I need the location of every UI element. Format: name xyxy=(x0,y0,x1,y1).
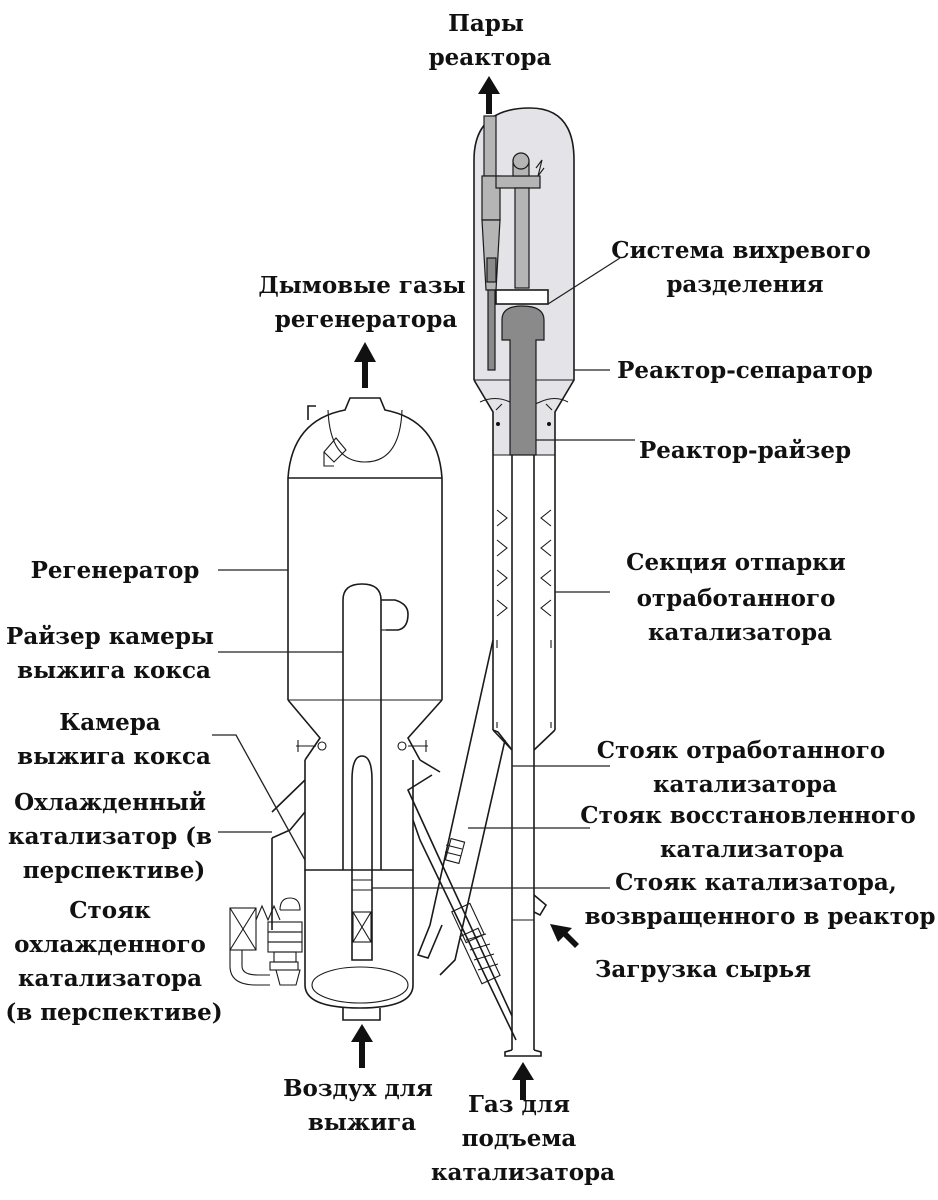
label-spent-standpipe: Стояк отработанного катализатора xyxy=(597,737,893,798)
reactor-vapor-arrow xyxy=(478,76,500,114)
label-reactor-riser: Реактор-райзер xyxy=(639,437,851,464)
flue-gas-arrow xyxy=(354,342,376,388)
arrows xyxy=(351,76,579,1100)
label-return-standpipe: Стояк катализатора, возвращенного в реак… xyxy=(585,869,936,930)
label-burner-riser: Райзер камеры выжига кокса xyxy=(6,623,222,684)
label-reactor-separator: Реактор-сепаратор xyxy=(617,357,873,384)
label-stripping-section: Секция отпарки отработанного катализатор… xyxy=(626,549,854,646)
label-feed: Загрузка сырья xyxy=(595,956,811,983)
label-flue-gas: Дымовые газы регенератора xyxy=(258,272,473,333)
cyclone-system xyxy=(481,115,545,371)
burn-air-arrow xyxy=(351,1024,373,1068)
label-reactor-vapors: Пары реактора xyxy=(429,10,552,71)
leader-lines xyxy=(212,257,635,889)
labels: Пары реактора Дымовые газы регенератора … xyxy=(5,10,935,1186)
feed-arrow xyxy=(550,924,579,948)
label-burn-air: Воздух для выжига xyxy=(283,1075,441,1136)
label-lift-gas: Газ для подъема катализатора xyxy=(431,1091,615,1186)
regenerator-vessel xyxy=(287,397,443,761)
label-cyclone-system: Система вихревого разделения xyxy=(611,237,878,298)
label-burner-chamber: Камера выжига кокса xyxy=(17,709,211,770)
burner-chamber xyxy=(304,755,414,1021)
label-regenerator: Регенератор xyxy=(31,557,200,584)
cooled-catalyst-standpipe xyxy=(229,779,306,986)
label-regen-standpipe: Стояк восстановленного катализатора xyxy=(580,802,923,863)
spent-catalyst-standpipe xyxy=(416,639,513,976)
reactor-riser-head xyxy=(495,289,553,456)
stripping-section xyxy=(492,455,556,1057)
lift-gas-arrow xyxy=(512,1062,534,1100)
burner-riser xyxy=(342,583,409,860)
label-cooled-catalyst: Охлажденный катализатор (в перспективе) xyxy=(8,789,220,884)
regenerated-catalyst-standpipe xyxy=(406,759,517,1041)
label-cooled-standpipe: Стояк охлажденного катализатора (в персп… xyxy=(5,897,222,1026)
